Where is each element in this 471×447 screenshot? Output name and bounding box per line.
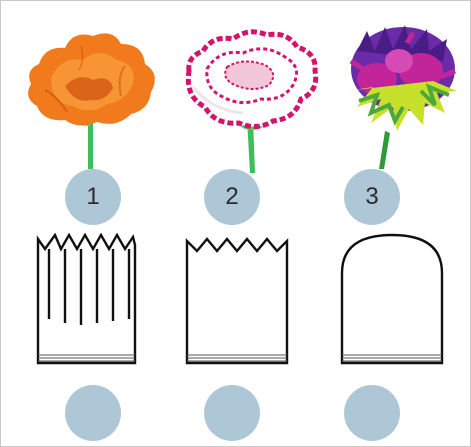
zigzag-strip-shape xyxy=(183,237,291,369)
answer-circle-3[interactable] xyxy=(344,385,400,441)
orange-flower-image xyxy=(21,26,161,171)
carnation-image xyxy=(183,27,323,177)
answer-circle-1[interactable] xyxy=(65,385,121,441)
badge-3: 3 xyxy=(344,169,400,225)
answer-circle-2[interactable] xyxy=(204,385,260,441)
badge-2: 2 xyxy=(204,169,260,225)
badge-1: 1 xyxy=(65,169,121,225)
multicolor-flower-image xyxy=(337,21,467,171)
fringed-strip-shape xyxy=(35,233,141,369)
rounded-strip-shape xyxy=(338,231,446,369)
